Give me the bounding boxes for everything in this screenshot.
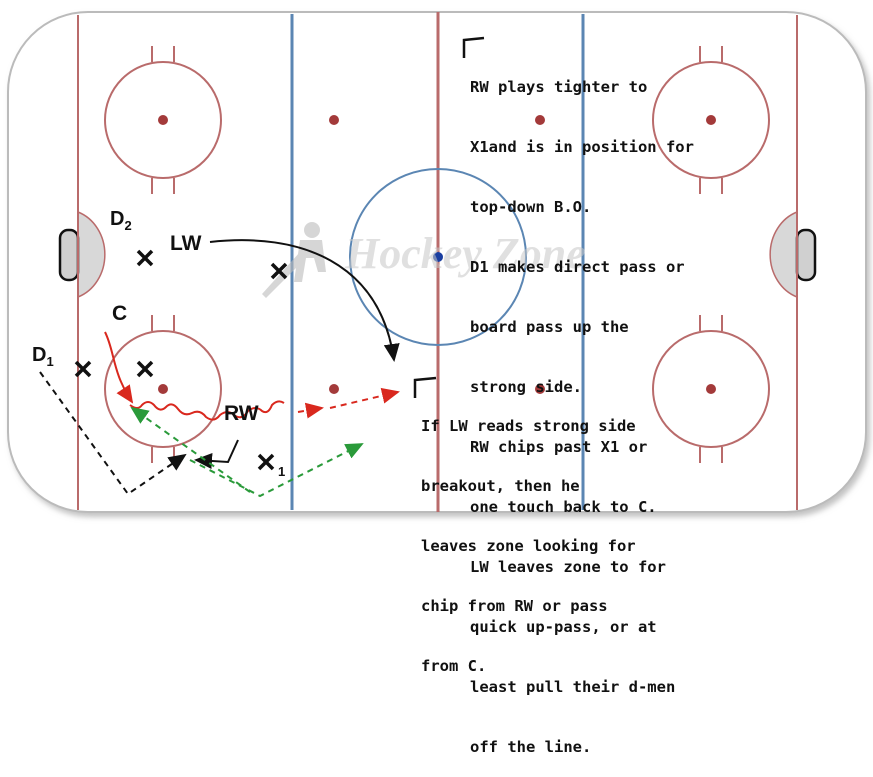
bottom-note-line: If LW reads strong side: [421, 417, 636, 435]
left-net: [58, 228, 80, 282]
left-crease: [77, 210, 106, 299]
top-note-line: top-down B.O.: [470, 198, 592, 216]
x-defender-d2-area: [136, 249, 154, 267]
bottom-note-bracket: [413, 376, 437, 398]
c-pass-green: [130, 406, 251, 493]
top-note-line: X1and is in position for: [470, 138, 694, 156]
top-note-line: strong side.: [470, 378, 582, 396]
x-defender-x1: [257, 453, 275, 471]
rw-pass-red-2: [329, 387, 400, 409]
top-note-bracket: [462, 36, 485, 58]
d1-subscript: 1: [46, 354, 54, 369]
c-label: C: [112, 302, 128, 325]
faceoff-circle-bottom-right: [652, 315, 770, 463]
faceoff-dot-bottom-right: [706, 384, 716, 394]
bottom-note-line: from C.: [421, 657, 487, 675]
top-note-line: RW plays tighter to: [470, 78, 648, 96]
x-defender-center: [270, 262, 288, 280]
watermark-text: Hockey Zone: [345, 229, 586, 278]
bottom-note-line: breakout, then he: [421, 477, 580, 495]
rw-label: RW: [224, 402, 259, 425]
lw-label: LW: [170, 232, 202, 255]
x-defender-d1-area: [74, 360, 92, 378]
faceoff-dot-top-left: [158, 115, 168, 125]
rw-pass-red: [297, 402, 324, 419]
top-note-line: off the line.: [470, 738, 592, 756]
up-pass-green: [189, 443, 364, 498]
faceoff-dot-top-right: [706, 115, 716, 125]
neutral-dot-2: [329, 384, 339, 394]
top-note-line: D1 makes direct pass or: [470, 258, 685, 276]
d2-subscript: 2: [124, 218, 132, 233]
top-note-line: one touch back to C.: [470, 498, 657, 516]
top-note-line: RW chips past X1 or: [470, 438, 648, 456]
rink-diagram: [7, 11, 867, 513]
top-note-line: board pass up the: [470, 318, 629, 336]
d2-label: D2: [110, 208, 132, 233]
right-crease: [769, 210, 798, 299]
x-defender-c-area: [136, 360, 154, 378]
lw-skate-path: [209, 239, 400, 362]
right-net: [795, 228, 817, 282]
rw-chip-path: [194, 439, 239, 469]
rw-skate-path: [129, 400, 285, 421]
center-dot: [433, 252, 443, 262]
bottom-note-line: leaves zone looking for: [421, 537, 636, 555]
neutral-dot-1: [329, 115, 339, 125]
neutral-dot-4: [535, 384, 545, 394]
faceoff-circle-top-left: [104, 46, 222, 194]
neutral-dot-3: [535, 115, 545, 125]
bottom-note-line: chip from RW or pass: [421, 597, 608, 615]
faceoff-circle-top-right: [652, 46, 770, 194]
d1-label: D1: [32, 344, 54, 369]
faceoff-dot-bottom-left: [158, 384, 168, 394]
bottom-note: If LW reads strong side breakout, then h…: [421, 376, 636, 696]
x1-subscript: 1: [278, 464, 286, 479]
faceoff-circle-bottom-left: [104, 315, 222, 463]
center-circle: [349, 168, 527, 346]
c-skate-path: [104, 331, 134, 404]
